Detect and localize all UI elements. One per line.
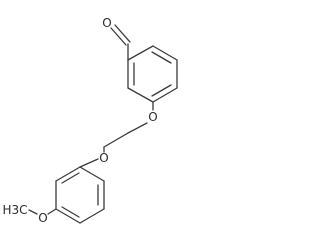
bond-o-ch2: [127, 122, 148, 134]
ring-double-bond: [61, 172, 80, 184]
benzene-ring-lower: [55, 166, 105, 224]
ring-double-bond: [61, 206, 80, 218]
bond-o-ch3: [28, 209, 38, 215]
ring-double-bond: [151, 51, 172, 64]
ring-bond: [127, 45, 154, 61]
aldehyde-group: [110, 24, 131, 61]
ring-bond: [152, 87, 178, 103]
ring-bond: [152, 45, 178, 61]
ethylene-dioxy-linker: [79, 101, 154, 168]
ether-oxygen-upper-label: O: [148, 110, 157, 124]
ring-bond: [79, 166, 105, 182]
bond-ch2-ch2: [103, 132, 129, 148]
bond-c-o-double-b: [114, 24, 131, 43]
bond-o-ring: [79, 158, 99, 168]
ether-oxygen-lower-label: O: [99, 151, 108, 165]
aldehyde-oxygen-label: O: [102, 16, 111, 30]
methyl-label: H3C: [2, 203, 27, 217]
ring-bond: [55, 208, 81, 224]
benzene-ring-upper: [127, 45, 178, 103]
methoxy-group: [28, 208, 57, 215]
methoxy-oxygen-label: O: [38, 211, 47, 225]
ring-double-bond: [151, 84, 172, 97]
ring-bond: [55, 166, 81, 182]
ring-bond: [79, 208, 105, 224]
structure-diagram: O O O O H3C: [2, 16, 178, 225]
bond-c-o-double-a: [110, 27, 127, 46]
bond-ring-o: [47, 208, 57, 215]
ring-bond: [127, 87, 154, 103]
